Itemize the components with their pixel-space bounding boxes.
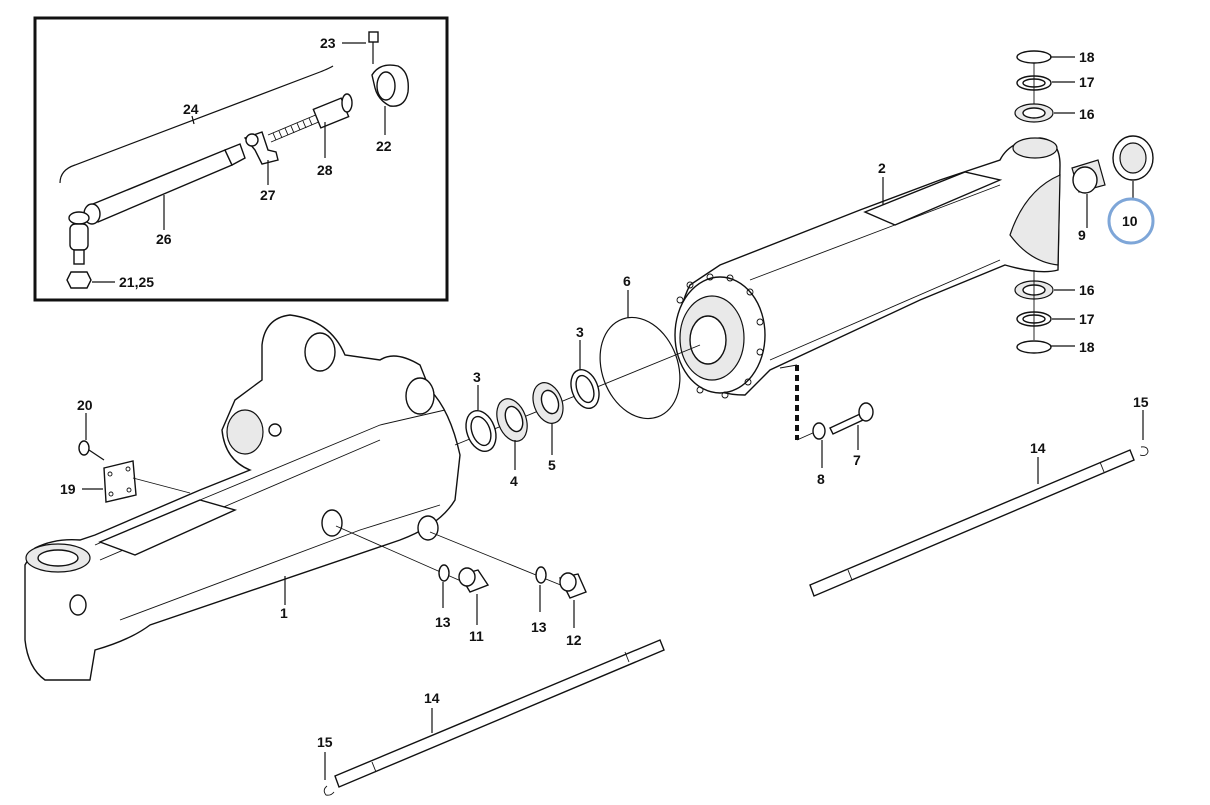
callout-23: 23 [320, 35, 336, 51]
callout-27: 27 [260, 187, 276, 203]
axle-housing-left [24, 314, 461, 681]
callout-labels: 1 2 3 3 4 5 6 7 8 9 10 11 12 13 13 14 14… [60, 35, 1149, 750]
callout-15a: 15 [1133, 394, 1149, 410]
callout-17a: 17 [1079, 74, 1095, 90]
callout-3b: 3 [576, 324, 584, 340]
callout-16b: 16 [1079, 282, 1095, 298]
callout-18a: 18 [1079, 49, 1095, 65]
callout-1: 1 [280, 605, 288, 621]
callout-26: 26 [156, 231, 172, 247]
callout-14b: 14 [424, 690, 440, 706]
callout-4: 4 [510, 473, 518, 489]
callout-13a: 13 [435, 614, 451, 630]
callout-28: 28 [317, 162, 333, 178]
callout-13b: 13 [531, 619, 547, 635]
callout-17b: 17 [1079, 311, 1095, 327]
callout-2: 2 [878, 160, 886, 176]
callout-8: 8 [817, 471, 825, 487]
callout-16a: 16 [1079, 106, 1095, 122]
callout-18b: 18 [1079, 339, 1095, 355]
callout-24: 24 [183, 101, 199, 117]
callout-21-25: 21,25 [119, 274, 154, 290]
inset-box [33, 16, 449, 302]
callout-7: 7 [853, 452, 861, 468]
callout-14a: 14 [1030, 440, 1046, 456]
highlight-circle [1107, 197, 1155, 245]
callout-9: 9 [1078, 227, 1086, 243]
callout-11: 11 [469, 628, 484, 644]
callout-3a: 3 [473, 369, 481, 385]
callout-12: 12 [566, 632, 582, 648]
exploded-parts [78, 50, 1154, 796]
callout-10: 10 [1122, 213, 1138, 229]
callout-20: 20 [77, 397, 93, 413]
callout-15b: 15 [317, 734, 333, 750]
axle-housing-right [674, 137, 1061, 399]
callout-19: 19 [60, 481, 76, 497]
callout-6: 6 [623, 273, 631, 289]
callout-22: 22 [376, 138, 392, 154]
leader-lines [82, 56, 1144, 780]
callout-5: 5 [548, 457, 556, 473]
